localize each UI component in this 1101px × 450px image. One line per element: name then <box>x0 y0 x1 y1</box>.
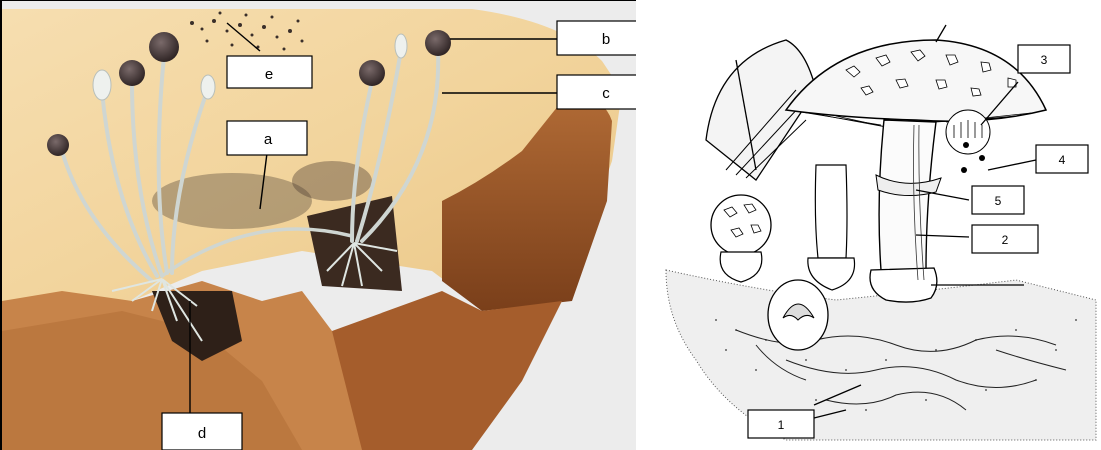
label-e: e <box>265 66 273 83</box>
bread-mould-diagram: e b c a d <box>0 0 636 450</box>
bread-mould-illustration: e b c a d <box>2 1 636 450</box>
label-box-c <box>557 75 636 109</box>
second-stipe <box>815 165 847 258</box>
sporangium <box>47 134 69 156</box>
label-5: 5 <box>995 194 1002 208</box>
label-d: d <box>198 425 206 442</box>
young-cap <box>711 195 771 255</box>
sporangium <box>119 60 145 86</box>
volva <box>870 268 937 302</box>
sporangium <box>359 60 385 86</box>
spore <box>979 155 985 161</box>
mushroom-illustration: 3 4 5 2 1 <box>636 0 1101 450</box>
label-a: a <box>264 131 273 148</box>
label-2: 2 <box>1002 233 1009 247</box>
label-3: 3 <box>1041 53 1048 67</box>
label-c: c <box>602 85 610 102</box>
label-b: b <box>602 31 610 48</box>
label-4: 4 <box>1059 153 1066 167</box>
sporangium <box>425 30 451 56</box>
mushroom-diagram: 3 4 5 2 1 <box>636 0 1101 450</box>
sporangium <box>149 32 179 62</box>
label-box-b <box>557 21 636 55</box>
label-1: 1 <box>778 418 785 432</box>
spore <box>961 167 967 173</box>
